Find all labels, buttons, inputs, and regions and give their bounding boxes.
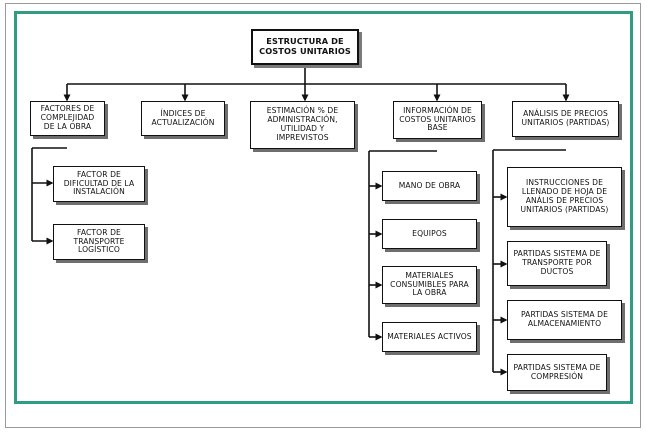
node-mano-de-obra: MANO DE OBRA	[382, 171, 477, 201]
node-partidas-compresion: PARTIDAS SISTEMA DE COMPRESIÓN	[507, 354, 607, 391]
root-node-estructura-costos: ESTRUCTURA DE COSTOS UNITARIOS	[251, 29, 359, 65]
node-factores-complejidad: FACTORES DE COMPLEJIDAD DE LA OBRA	[30, 101, 105, 136]
node-materiales-consumibles: MATERIALES CONSUMIBLES PARA LA OBRA	[382, 266, 477, 304]
node-partidas-almacenamiento: PARTIDAS SISTEMA DE ALMACENAMIENTO	[507, 300, 622, 340]
node-analisis-precios: ANÁLISIS DE PRECIOS UNITARIOS (PARTIDAS)	[512, 101, 619, 137]
node-estimacion-administracion: ESTIMACIÓN % DE ADMINISTRACIÓN, UTILIDAD…	[250, 101, 355, 149]
node-equipos: EQUIPOS	[382, 219, 477, 249]
node-factor-transporte: FACTOR DE TRANSPORTE LOGÍSTICO	[53, 224, 145, 260]
node-materiales-activos: MATERIALES ACTIVOS	[382, 322, 477, 352]
node-indices-actualizacion: ÍNDICES DE ACTUALIZACIÓN	[141, 101, 225, 136]
node-instrucciones-llenado: INSTRUCCIONES DE LLENADO DE HOJA DE ANÁL…	[507, 167, 622, 227]
node-partidas-transporte-ductos: PARTIDAS SISTEMA DE TRANSPORTE POR DUCTO…	[507, 241, 607, 286]
node-informacion-costos-base: INFORMACIÓN DE COSTOS UNITARIOS BASE	[393, 101, 482, 139]
diagram-frame	[14, 11, 633, 404]
node-factor-dificultad: FACTOR DE DIFICULTAD DE LA INSTALACIÓN	[53, 166, 145, 202]
